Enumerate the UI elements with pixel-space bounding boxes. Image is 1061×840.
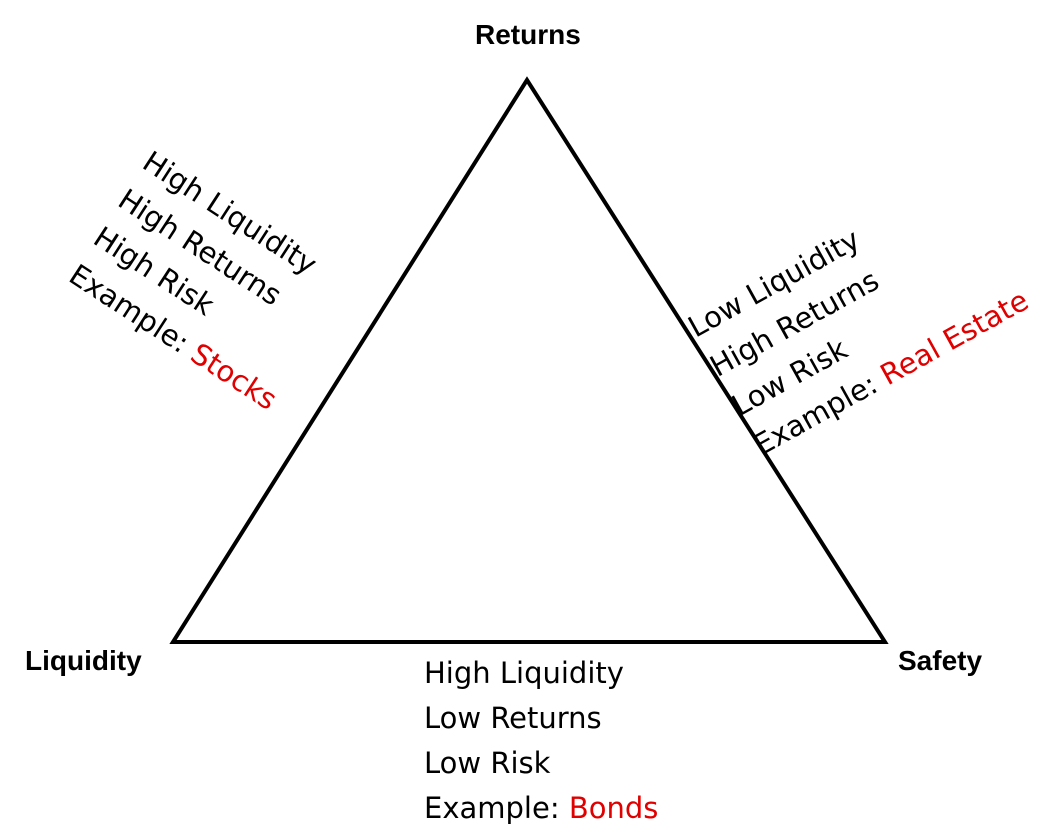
vertex-label-returns: Returns bbox=[475, 19, 581, 50]
side-bottom-example-line: Example: Bonds bbox=[424, 786, 658, 831]
vertex-label-safety: Safety bbox=[898, 645, 983, 676]
side-bottom-example-prefix: Example: bbox=[424, 791, 569, 825]
side-bottom-line-1: High Liquidity bbox=[424, 656, 624, 690]
triangle-outline bbox=[169, 76, 889, 644]
side-bottom-example-value: Bonds bbox=[568, 791, 659, 825]
side-bottom-line-2: Low Returns bbox=[424, 701, 602, 735]
side-bottom-description: High Liquidity Low Returns Low Risk Exam… bbox=[424, 651, 658, 831]
vertex-label-liquidity: Liquidity bbox=[25, 645, 142, 676]
side-bottom-line-3: Low Risk bbox=[424, 746, 551, 780]
